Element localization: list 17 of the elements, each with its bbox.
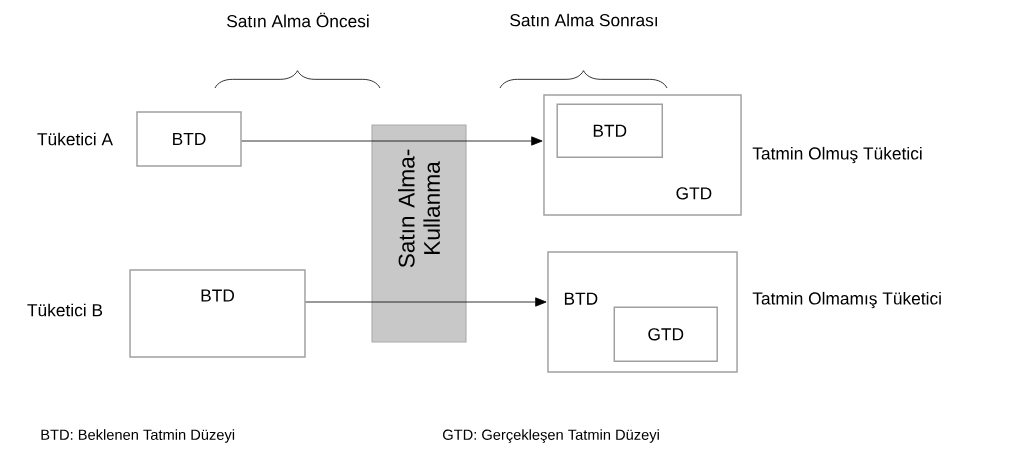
box: BTD (129, 269, 306, 358)
text-label: Satın Alma Sonrası (510, 13, 657, 27)
arrow (371, 297, 547, 307)
connector-line (241, 140, 372, 142)
box: BTD (136, 111, 242, 167)
side-label: Tüketici B (27, 303, 103, 317)
arrow (371, 136, 543, 146)
text-label: Satın Alma Öncesi (227, 12, 369, 28)
text-label: GTD: Gerçekleşen Tatmin Düzeyi (443, 429, 659, 443)
band: Satın Alma- Kullanma (371, 124, 467, 343)
side-label: Tatmin Olmuş Tüketici (752, 146, 922, 164)
side-label: Tatmin Olmamış Tüketici (752, 291, 941, 309)
text-label: BTD: Beklenen Tatmin Düzeyi (41, 429, 235, 443)
side-label: Tüketici A (37, 132, 113, 146)
connector-line (305, 301, 372, 303)
inner-box: BTD (556, 103, 663, 159)
inner-box: GTD (613, 306, 718, 362)
